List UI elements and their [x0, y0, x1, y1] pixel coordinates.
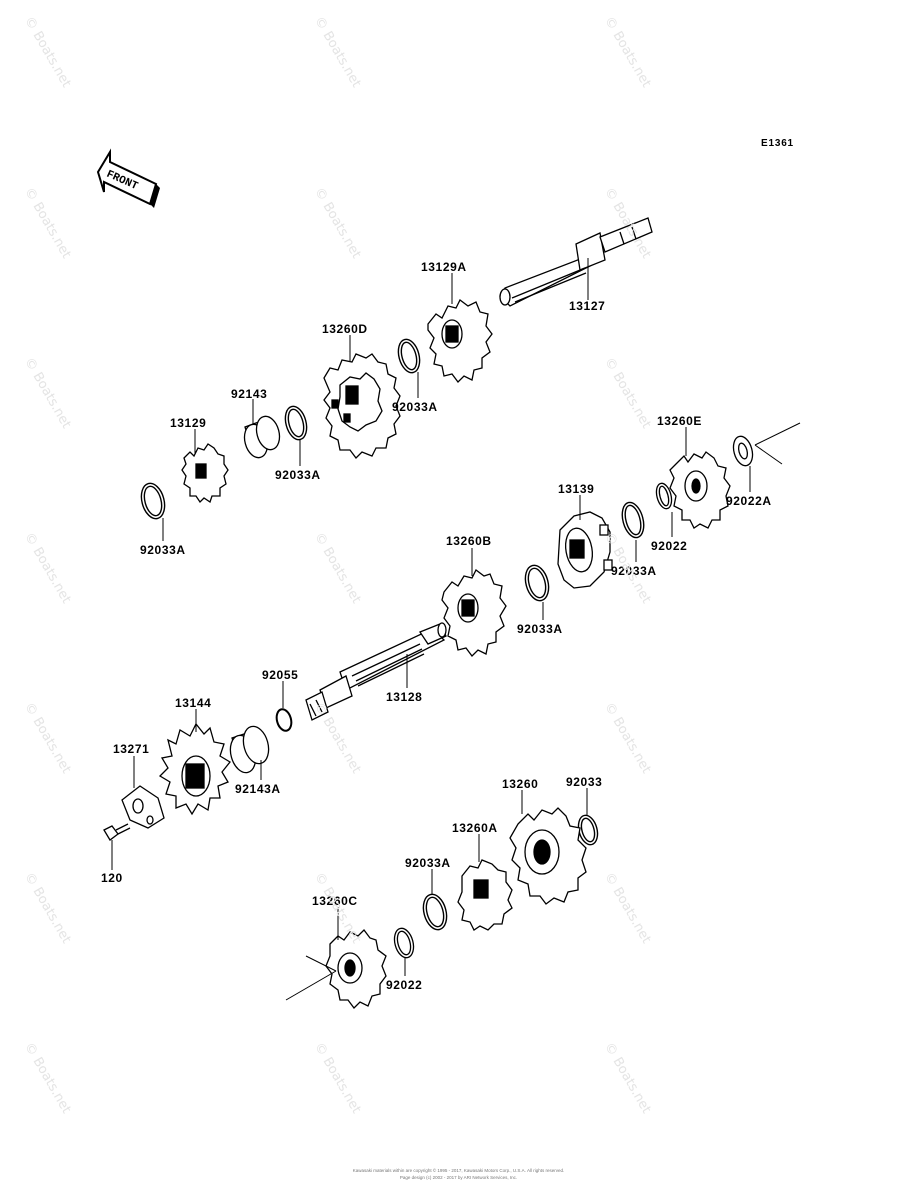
- circlip-92033A-upper: [397, 338, 421, 374]
- bolt-120: [103, 823, 131, 841]
- callout-92022-a[interactable]: 92022: [651, 539, 688, 553]
- washer-92022-lower: [393, 927, 415, 959]
- gear-13260B: [441, 569, 507, 657]
- gear-13260: [509, 807, 587, 905]
- callout-92143A[interactable]: 92143A: [235, 782, 281, 796]
- circlip-92033A-right: [621, 501, 645, 539]
- washer-92022A: [732, 435, 754, 467]
- callout-92143[interactable]: 92143: [231, 387, 268, 401]
- gear-13129: [181, 443, 229, 504]
- callout-92033A-d[interactable]: 92033A: [611, 564, 657, 578]
- callout-13260E[interactable]: 13260E: [657, 414, 702, 428]
- callout-13260B[interactable]: 13260B: [446, 534, 492, 548]
- shaft-13127: [499, 217, 653, 307]
- callout-13260C[interactable]: 13260C: [312, 894, 358, 908]
- callout-13128[interactable]: 13128: [386, 690, 423, 704]
- gear-13260A: [457, 859, 513, 931]
- diagram-code: E1361: [761, 138, 794, 149]
- shaft-13128: [305, 622, 447, 721]
- circlip-92033A-left: [140, 482, 166, 520]
- callout-13260D[interactable]: 13260D: [322, 322, 368, 336]
- callout-13129[interactable]: 13129: [170, 416, 207, 430]
- lock-plate-13271: [121, 785, 165, 829]
- callout-92033A-b[interactable]: 92033A: [275, 468, 321, 482]
- callout-92055[interactable]: 92055: [262, 668, 299, 682]
- callout-92033A-a[interactable]: 92033A: [392, 400, 438, 414]
- washer-92022-upper: [655, 482, 673, 510]
- assembly-pointer-lower: [285, 955, 337, 1001]
- callout-120[interactable]: 120: [101, 871, 123, 885]
- callout-92033A-e[interactable]: 92033A: [517, 622, 563, 636]
- gear-13129A: [427, 299, 493, 383]
- sprocket-13144: [158, 722, 231, 816]
- circlip-92033A-mid: [284, 405, 308, 441]
- page-design-footer: Page design (c) 2002 - 2017 by ARI Netwo…: [399, 1175, 518, 1180]
- assembly-pointer-upper: [754, 422, 801, 465]
- copyright-footer: Kawasaki materials within are copyright …: [352, 1168, 565, 1173]
- circlip-92033A-centre: [524, 564, 550, 602]
- front-arrow-icon: [96, 148, 160, 208]
- callout-92033A-c[interactable]: 92033A: [140, 543, 186, 557]
- callout-13260A[interactable]: 13260A: [452, 821, 498, 835]
- callout-13139[interactable]: 13139: [558, 482, 595, 496]
- callout-92022A[interactable]: 92022A: [726, 494, 772, 508]
- gear-13260C: [325, 929, 387, 1009]
- callout-13271[interactable]: 13271: [113, 742, 150, 756]
- callout-13260[interactable]: 13260: [502, 777, 539, 791]
- callout-92033A-f[interactable]: 92033A: [405, 856, 451, 870]
- leader-lines: [111, 258, 751, 976]
- callout-92033[interactable]: 92033: [566, 775, 603, 789]
- callout-13144[interactable]: 13144: [175, 696, 212, 710]
- circlip-92033A-lower: [422, 893, 448, 931]
- callout-13129A[interactable]: 13129A: [421, 260, 467, 274]
- callout-13127[interactable]: 13127: [569, 299, 606, 313]
- gear-13260D: [323, 353, 401, 459]
- collar-92143: [243, 415, 281, 459]
- callout-92022-b[interactable]: 92022: [386, 978, 423, 992]
- gear-13139: [557, 511, 613, 589]
- gear-13260E: [669, 451, 731, 529]
- o-ring-92055: [275, 708, 293, 732]
- collar-92143A: [229, 725, 270, 774]
